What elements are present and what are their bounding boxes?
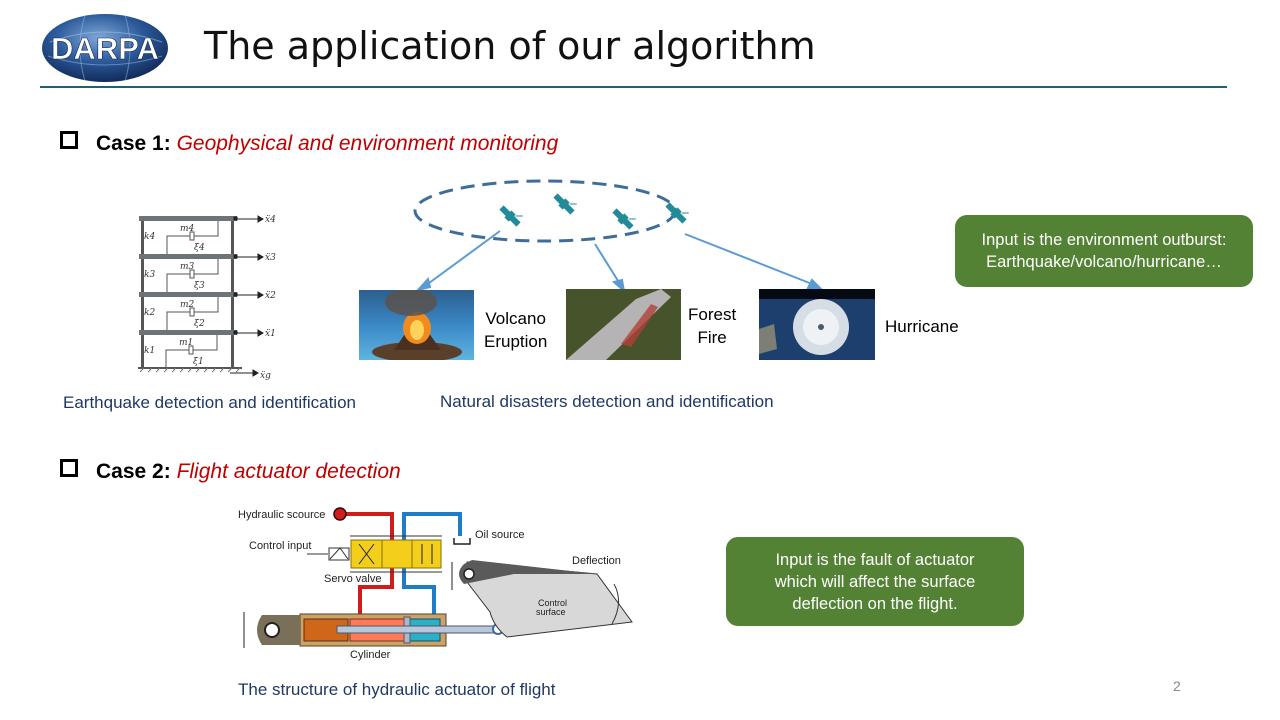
label-k3: k3 [144, 270, 155, 280]
page-number: 2 [1173, 678, 1181, 694]
label-oil-source: Oil source [475, 529, 525, 541]
satellite-constellation [350, 176, 830, 296]
case2-label: Case 2: [96, 460, 171, 483]
satellite-icon [499, 205, 523, 227]
bullet-square-icon [60, 131, 78, 149]
volcano-photo [359, 290, 474, 360]
forest-fire-photo [566, 289, 681, 360]
hydraulic-actuator-diagram: Hydraulic scource Oil source Control inp… [232, 502, 642, 662]
label-cylinder: Cylinder [350, 649, 391, 661]
label-xi4: ξ4 [194, 243, 205, 253]
label-m4: m4 [180, 224, 195, 234]
label-k1: k1 [144, 346, 155, 356]
label-control-input: Control input [249, 540, 311, 552]
earthquake-caption: Earthquake detection and identification [63, 393, 356, 412]
label-xi2: ξ2 [194, 319, 205, 329]
disasters-caption: Natural disasters detection and identifi… [440, 392, 774, 411]
label-servo-valve: Servo valve [324, 573, 381, 585]
title-divider [40, 86, 1227, 88]
case1-heading: Case 1: Geophysical and environment moni… [60, 131, 558, 156]
case2-topic: Flight actuator detection [176, 460, 401, 483]
case1-callout: Input is the environment outburst:Earthq… [955, 215, 1253, 287]
actuator-caption: The structure of hydraulic actuator of f… [238, 680, 556, 699]
satellite-icon [553, 193, 577, 215]
label-xi3: ξ3 [194, 281, 205, 291]
building-shear-model-diagram: k4 k3 k2 k1 m4 m3 m2 m1 ξ4 ξ3 ξ2 ξ1 ẍ4 ẍ… [138, 208, 288, 381]
satellite-icon [612, 208, 636, 230]
label-accel4: ẍ4 [265, 215, 276, 225]
darpa-logo: DARPA [40, 12, 170, 84]
label-m1: m1 [179, 338, 193, 348]
hurricane-label: Hurricane [885, 317, 959, 336]
label-ground-accel: ẍg [260, 371, 271, 380]
case1-label: Case 1: [96, 132, 171, 155]
label-accel2: ẍ2 [265, 291, 276, 301]
label-hydraulic-source: Hydraulic scource [238, 509, 325, 521]
bullet-square-icon [60, 459, 78, 477]
label-k2: k2 [144, 308, 155, 318]
label-m3: m3 [180, 262, 195, 272]
label-xi1: ξ1 [193, 357, 204, 367]
slide-title: The application of our algorithm [204, 24, 816, 68]
label-m2: m2 [180, 300, 195, 310]
label-accel1: ẍ1 [265, 329, 276, 339]
case1-topic: Geophysical and environment monitoring [176, 132, 559, 155]
label-deflection: Deflection [572, 555, 621, 567]
hurricane-photo [759, 289, 875, 360]
label-accel3: ẍ3 [265, 253, 276, 263]
satellite-icon [665, 202, 689, 224]
label-k4: k4 [144, 232, 155, 242]
label-control-surface-1: Control [538, 598, 567, 608]
logo-text: DARPA [51, 31, 159, 66]
case2-heading: Case 2: Flight actuator detection [60, 459, 401, 484]
label-control-surface-2: surface [536, 607, 566, 617]
